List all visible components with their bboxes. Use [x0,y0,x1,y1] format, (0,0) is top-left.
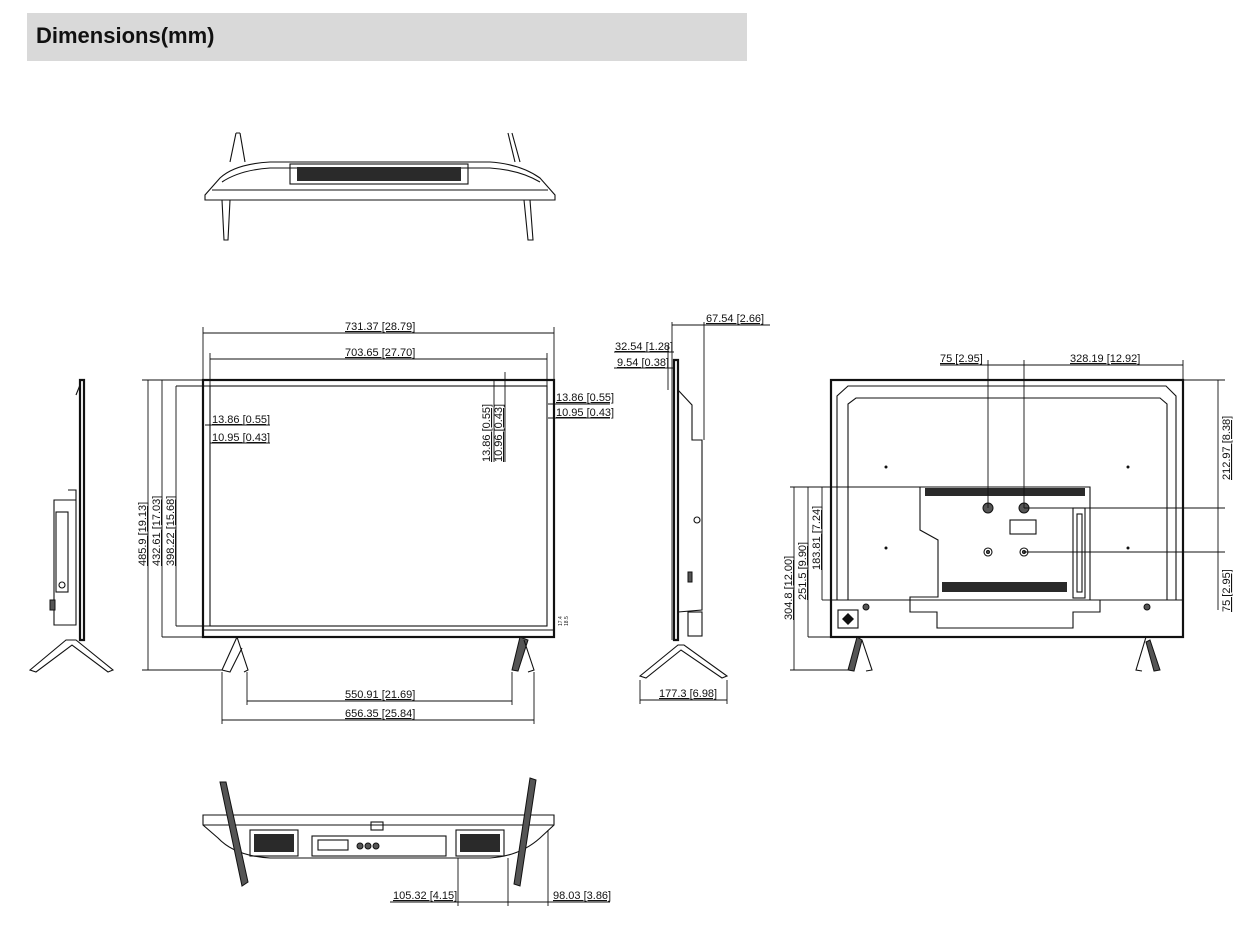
bottom-view: 105.32 [4.15] 98.03 [3.86] [202,777,611,906]
dim-stand-depth: 177.3 [6.98] [659,688,717,700]
dim-stand-inner: 550.91 [21.69] [345,689,415,701]
dim-h-304: 304.8 [12.00] [783,556,795,620]
dim-h-183: 183.81 [7.24] [811,506,823,570]
dim-vesa-horizontal: 75 [2.95] [940,353,983,365]
right-side-view: 67.54 [2.66] 32.54 [1.28] 9.54 [0.38] 17… [614,313,770,704]
rear-view: 75 [2.95] 328.19 [12.92] 212.97 [8.38] 7… [783,353,1233,672]
dim-bezel-left-2: 10.95 [0.43] [212,432,270,444]
dim-bezel-left-1: 13.86 [0.55] [212,414,270,426]
dim-h-251: 251.5 [9.90] [797,542,809,600]
section-title: Dimensions(mm) [36,23,215,48]
dim-bezel-top-v1: 13.86 [0.55] [481,404,493,462]
dim-depth-2: 9.54 [0.38] [617,357,669,369]
dim-depth-total: 67.54 [2.66] [706,313,764,325]
dim-foot-offset: 105.32 [4.15] [393,890,457,902]
top-view [204,132,556,241]
dim-overall-width: 731.37 [28.79] [345,321,415,333]
dim-vesa-vertical: 75 [2.95] [1221,569,1233,612]
dim-bezel-top-v2: 10.96 [0.43] [493,404,505,462]
front-view: 731.37 [28.79] 703.65 [27.70] 13.86 [0.5… [137,321,614,724]
dim-bezel-side-right: 10.95 [0.43] [556,407,614,419]
dim-bezel-top-right: 13.86 [0.55] [556,392,614,404]
dim-foot-depth: 98.03 [3.86] [553,890,611,902]
left-side-view [28,378,115,673]
dim-screen-width: 703.65 [27.70] [345,347,415,359]
dim-stand-outer: 656.35 [25.84] [345,708,415,720]
dim-small-bottom-2: 18.5 [564,616,570,626]
dim-offset-right: 328.19 [12.92] [1070,353,1140,365]
dim-depth-1: 32.54 [1.28] [615,341,673,353]
section-header: Dimensions(mm) [27,13,747,61]
dim-offset-top: 212.97 [8.38] [1221,416,1233,480]
dim-small-bottom-1: 17.4 [558,616,564,626]
dim-panel-height: 432.61 [17.03] [151,496,163,566]
dim-overall-height: 485.9 [19.13] [137,502,149,566]
dim-screen-height: 398.22 [15.68] [165,496,177,566]
